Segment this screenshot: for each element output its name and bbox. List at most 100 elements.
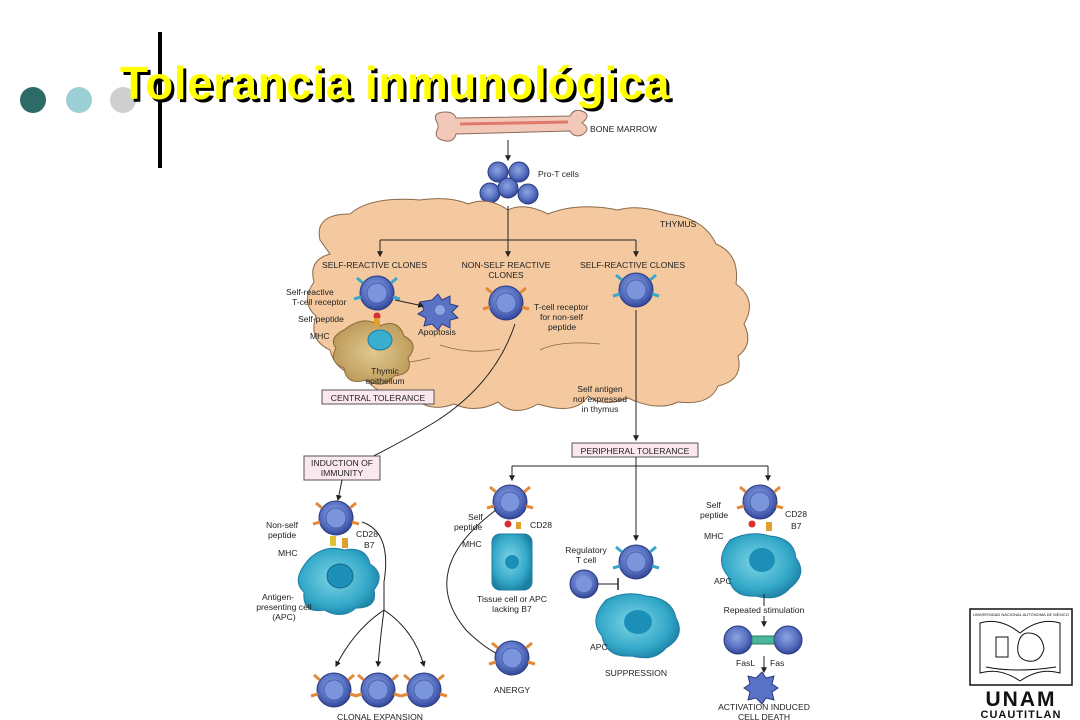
- self-antigen-label-3: in thymus: [582, 404, 619, 414]
- peripheral-tolerance-box: [571, 442, 699, 458]
- title-divider-line: [158, 32, 162, 168]
- aicd-t-cell: [735, 483, 785, 521]
- b7-label-d: B7: [791, 521, 802, 531]
- self-peptide-b-label-2: peptide: [454, 522, 482, 532]
- thymic-epithelium-label-1: Thymic: [371, 366, 399, 376]
- induction-immunity-box: [303, 455, 381, 481]
- clonal-cell-1: [309, 671, 359, 709]
- mhc-peptide-a: [330, 536, 336, 546]
- self-reactive-clones-right-label: SELF-REACTIVE CLONES: [580, 260, 685, 270]
- apc-nucleus: [326, 563, 354, 589]
- slide-title: Tolerancia inmunológica: [120, 57, 670, 109]
- aicd-apoptotic-cell: [743, 671, 779, 705]
- self-peptide-d-label-2: peptide: [700, 510, 728, 520]
- pro-t-cells-label: Pro-T cells: [538, 169, 579, 179]
- fasl-t-cell: [723, 625, 753, 655]
- expansion-line: [361, 521, 387, 610]
- suppression-label: SUPPRESSION: [605, 668, 667, 678]
- bone-marrow-bone: [434, 110, 588, 142]
- apoptosis-label: Apoptosis: [418, 327, 456, 337]
- mhc-molecule: [374, 318, 380, 326]
- cd28-label-a: CD28: [356, 529, 378, 539]
- unam-cuautitlan-logo: UNIVERSIDAD NACIONAL AUTÓNOMA DE MÉXICO …: [969, 608, 1073, 720]
- self-peptide-b-label-1: Self: [468, 512, 483, 522]
- aicd-label-1: ACTIVATION INDUCED: [718, 702, 810, 712]
- apoptotic-cell: [417, 293, 459, 331]
- induction-arrow: [335, 479, 343, 502]
- apc-suppression-nucleus: [624, 610, 652, 634]
- anergy-t-cell: [485, 483, 535, 521]
- fasl-label: FasL: [736, 658, 755, 668]
- aicd-label-2: CELL DEATH: [738, 712, 790, 720]
- mhc-thymus-label: MHC: [310, 331, 330, 341]
- regulatory-t-cell-nucleus: [576, 576, 592, 592]
- anergy-arrow: [446, 509, 508, 660]
- self-antigen-label-2: not expressed: [573, 394, 627, 404]
- tissue-cell-nucleus: [505, 555, 519, 569]
- bone-marrow-label: BONE MARROW: [590, 124, 658, 134]
- apc-label-2: presenting cell: [256, 602, 312, 612]
- clonal-cell-3: [399, 671, 449, 709]
- induction-path: [360, 323, 516, 463]
- thymic-epithelium-cell: [332, 320, 414, 385]
- logo-cuautitlan: CUAUTITLAN: [981, 709, 1062, 720]
- nonself-peptide-label-1: Non-self: [266, 520, 299, 530]
- anergic-t-cell: [487, 639, 537, 677]
- nonself-reactive-clones-label-2: CLONES: [488, 270, 524, 280]
- activated-t-cell: [311, 499, 361, 537]
- fas-label: Fas: [770, 658, 784, 668]
- self-antigen-label-1: Self antigen: [577, 384, 623, 394]
- clonal-cell-2: [353, 671, 403, 709]
- induction-label-2: IMMUNITY: [321, 468, 364, 478]
- fasl-fas-bond: [751, 635, 775, 645]
- apc-label-1: Antigen-: [262, 592, 294, 602]
- bullet-dot-dark: [20, 87, 46, 113]
- central-tolerance-label: CENTRAL TOLERANCE: [331, 393, 426, 403]
- bullet-dot-light: [66, 87, 92, 113]
- nonself-peptide-label-2: peptide: [268, 530, 296, 540]
- self-reactive-clones-left-label: SELF-REACTIVE CLONES: [322, 260, 427, 270]
- thymus-branch-arrows: [377, 206, 639, 258]
- apc-aicd-label: APC: [714, 576, 732, 586]
- apoptosis-arrow: [394, 299, 425, 308]
- epithelium-nucleus: [367, 329, 393, 351]
- tcr-nonself-label-2: for non-self: [540, 312, 584, 322]
- clonal-expansion-arrows: [335, 609, 426, 668]
- logo-university-line: UNIVERSIDAD NACIONAL AUTÓNOMA DE MÉXICO: [973, 612, 1069, 617]
- self-peptide-dot-d: [748, 520, 756, 528]
- self-peptide-thymus-label: Self-peptide: [298, 314, 344, 324]
- regulatory-label-1: Regulatory: [565, 545, 607, 555]
- apc-suppression-label: APC: [590, 642, 608, 652]
- logo-frame: [969, 608, 1073, 686]
- peripheral-branch-arrows: [509, 457, 771, 542]
- tissue-cell-label-1: Tissue cell or APC: [477, 594, 547, 604]
- pro-t-cells-cluster: [479, 161, 539, 205]
- cd28-label-d: CD28: [785, 509, 807, 519]
- clonal-expansion-label: CLONAL EXPANSION: [337, 712, 423, 720]
- immune-tolerance-diagram: BONE MARROW Pro-T cells THYMUS SELF-REAC…: [256, 110, 810, 720]
- self-reactive-receptor-label-2: T-cell receptor: [292, 297, 347, 307]
- regulatory-label-2: T cell: [576, 555, 596, 565]
- cd28-b7-d: [766, 522, 772, 531]
- cd28-label-b: CD28: [530, 520, 552, 530]
- thymic-epithelium-label-2: epithelium: [365, 376, 404, 386]
- mhc-label-b: MHC: [462, 539, 482, 549]
- bullet-dot-gray: [110, 87, 136, 113]
- repeated-stimulation-label: Repeated stimulation: [724, 605, 805, 615]
- cd28-b7-a: [342, 538, 348, 548]
- tissue-cell-label-2: lacking B7: [492, 604, 532, 614]
- b7-label-a: B7: [364, 540, 375, 550]
- apc-aicd-nucleus: [749, 548, 775, 572]
- mhc-label-d: MHC: [704, 531, 724, 541]
- self-peptide-mhc-dot: [373, 312, 381, 320]
- logo-unam: UNAM: [986, 688, 1057, 711]
- tcr-nonself-label-3: peptide: [548, 322, 576, 332]
- thymus-label: THYMUS: [660, 219, 697, 229]
- anergy-label: ANERGY: [494, 685, 531, 695]
- cd28-b: [516, 522, 521, 529]
- logo-emblem: [979, 620, 1061, 682]
- apc-label-3: (APC): [272, 612, 296, 622]
- induction-label-1: INDUCTION OF: [311, 458, 373, 468]
- self-peptide-dot-b: [504, 520, 512, 528]
- central-tolerance-box: [321, 389, 435, 405]
